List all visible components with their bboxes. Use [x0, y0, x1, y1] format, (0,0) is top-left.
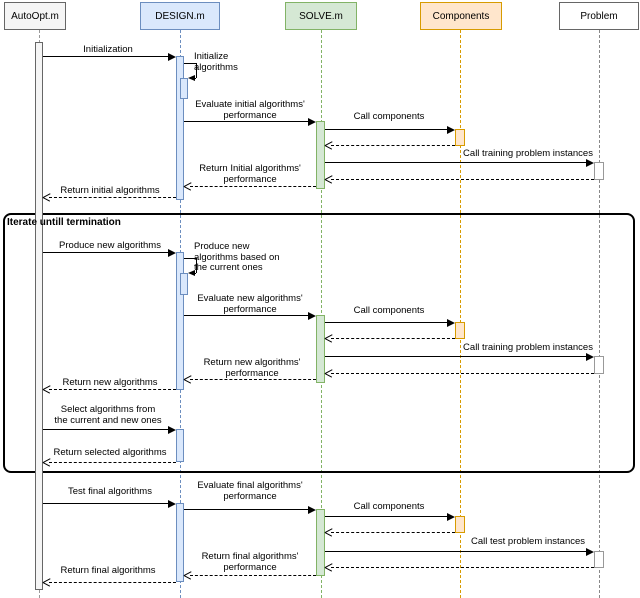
- msg-call-components-3-line: [325, 516, 448, 517]
- msg-return-new-algorithms-label: Return new algorithms: [62, 377, 158, 388]
- msg-return-initial-algorithms-label: Return initial algorithms: [60, 185, 160, 196]
- msg-evaluate-new-performance-arrowhead: [308, 311, 316, 320]
- msg-call-test-instances-arrowhead: [586, 547, 594, 556]
- components-activation-3: [455, 516, 465, 533]
- msg-return-selected-algorithms-label: Return selected algorithms: [53, 447, 167, 458]
- msg-call-components-1-label: Call components: [353, 111, 425, 122]
- msg-return-new-performance-line: [190, 379, 316, 380]
- msg-call-training-instances-2-line: [325, 356, 587, 357]
- msg-return-new-performance-label: Return new algorithms' performance: [203, 357, 301, 379]
- msg-call-components-1-line: [325, 129, 448, 130]
- msg-initialization-arrowhead: [168, 52, 176, 61]
- msg-select-algorithms-label: Select algorithms from the current and n…: [54, 404, 162, 426]
- design-activation-1: [176, 56, 184, 200]
- msg-initialize-algorithms-line-bottom: [194, 78, 196, 79]
- msg-initialization-line: [43, 56, 169, 57]
- solve-activation-2: [316, 315, 325, 383]
- msg-call-components-2-arrowhead: [447, 318, 455, 327]
- msg-produce-new-self-arrowhead: [188, 269, 195, 276]
- msg-call-components-2-label: Call components: [353, 305, 425, 316]
- msg-call-test-instances-label: Call test problem instances: [470, 536, 586, 547]
- msg-select-algorithms-line: [43, 429, 169, 430]
- msg-produce-new-algorithms-label: Produce new algorithms: [59, 240, 161, 251]
- msg-return-final-performance-label: Return final algorithms' performance: [201, 551, 299, 573]
- msg-problem-return-3-line: [331, 567, 594, 568]
- solve-activation-1: [316, 121, 325, 189]
- components-activation-1: [455, 129, 465, 146]
- msg-call-components-1-arrowhead: [447, 125, 455, 134]
- design-activation-2: [176, 252, 184, 390]
- msg-evaluate-final-performance-line: [184, 509, 309, 510]
- msg-select-algorithms-arrowhead: [168, 425, 176, 434]
- msg-test-final-algorithms-arrowhead: [168, 499, 176, 508]
- design-self-activation-2: [180, 273, 188, 295]
- loop-frame-label: Iterate untill termination: [7, 217, 121, 228]
- design-self-activation-1: [180, 78, 188, 99]
- msg-produce-new-self-line-top: [184, 258, 196, 259]
- msg-initialization-label: Initialization: [83, 44, 133, 55]
- msg-evaluate-new-performance-line: [184, 315, 309, 316]
- msg-initialize-algorithms-arrowhead: [188, 74, 195, 81]
- actor-box-design: DESIGN.m: [140, 2, 220, 30]
- msg-produce-new-self-line-vert: [196, 258, 197, 273]
- problem-activation-3: [594, 551, 604, 568]
- msg-return-initial-algorithms-line: [49, 197, 176, 198]
- actor-box-autoopt: AutoOpt.m: [4, 2, 66, 30]
- msg-evaluate-initial-performance-line: [184, 121, 309, 122]
- msg-components-return-3-line: [331, 532, 455, 533]
- msg-produce-new-self-label: Produce new algorithms based on the curr…: [194, 241, 280, 273]
- msg-problem-return-2-line: [331, 373, 594, 374]
- msg-call-training-instances-1-label: Call training problem instances: [463, 148, 593, 159]
- actor-box-components: Components: [420, 2, 502, 30]
- msg-test-final-algorithms-label: Test final algorithms: [68, 486, 152, 497]
- components-activation-2: [455, 322, 465, 339]
- msg-return-final-performance-line: [190, 575, 316, 576]
- msg-components-return-2-line: [331, 338, 455, 339]
- msg-return-selected-algorithms-line: [49, 462, 176, 463]
- solve-lifeline: [321, 30, 322, 598]
- msg-return-final-algorithms-line: [49, 582, 176, 583]
- msg-initialize-algorithms-label: Initialize algorithms: [194, 51, 238, 73]
- solve-activation-3: [316, 509, 325, 576]
- msg-produce-new-algorithms-line: [43, 252, 169, 253]
- msg-evaluate-initial-performance-label: Evaluate initial algorithms' performance: [195, 99, 305, 121]
- actor-box-solve: SOLVE.m: [285, 2, 357, 30]
- msg-initialize-algorithms-line-vert: [196, 63, 197, 78]
- problem-activation-1: [594, 162, 604, 180]
- msg-call-training-instances-2-label: Call training problem instances: [463, 342, 593, 353]
- msg-return-initial-performance-label: Return Initial algorithms' performance: [199, 163, 301, 185]
- msg-evaluate-new-performance-label: Evaluate new algorithms' performance: [197, 293, 303, 315]
- msg-problem-return-1-line: [331, 179, 594, 180]
- msg-return-final-algorithms-label: Return final algorithms: [60, 565, 156, 576]
- msg-call-training-instances-1-line: [325, 162, 587, 163]
- msg-components-return-1-line: [331, 145, 455, 146]
- components-lifeline: [460, 30, 461, 598]
- problem-activation-2: [594, 356, 604, 374]
- msg-call-training-instances-2-arrowhead: [586, 352, 594, 361]
- msg-evaluate-final-performance-arrowhead: [308, 505, 316, 514]
- autoopt-activation: [35, 42, 43, 590]
- msg-return-new-algorithms-line: [49, 389, 176, 390]
- msg-return-initial-performance-line: [190, 186, 316, 187]
- design-activation-4: [176, 503, 184, 582]
- msg-call-test-instances-line: [325, 551, 587, 552]
- msg-call-training-instances-1-arrowhead: [586, 158, 594, 167]
- msg-evaluate-final-performance-label: Evaluate final algorithms' performance: [197, 480, 303, 502]
- msg-call-components-3-arrowhead: [447, 512, 455, 521]
- loop-frame: [3, 213, 635, 473]
- msg-call-components-3-label: Call components: [353, 501, 425, 512]
- msg-evaluate-initial-performance-arrowhead: [308, 117, 316, 126]
- msg-call-components-2-line: [325, 322, 448, 323]
- actor-box-problem: Problem: [559, 2, 639, 30]
- design-activation-3: [176, 429, 184, 462]
- msg-test-final-algorithms-line: [43, 503, 169, 504]
- msg-initialize-algorithms-line-top: [184, 63, 196, 64]
- msg-produce-new-self-line-bottom: [194, 273, 196, 274]
- msg-produce-new-algorithms-arrowhead: [168, 248, 176, 257]
- problem-lifeline: [599, 30, 600, 598]
